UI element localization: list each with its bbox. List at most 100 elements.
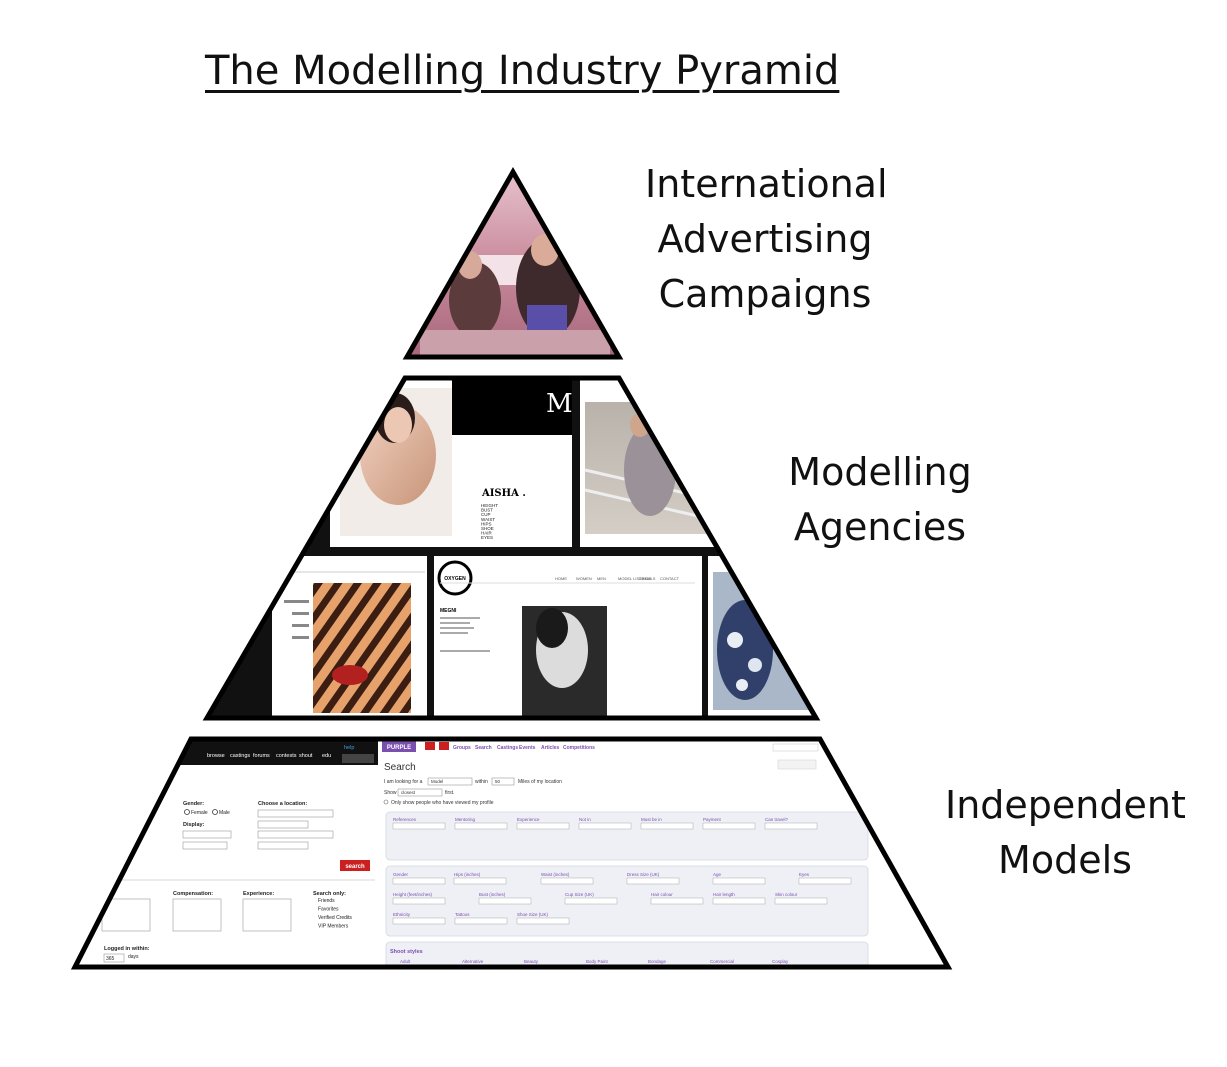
pm-filter-label: Height (feet/inches) [393,892,433,897]
filter-select [516,917,570,925]
pm-filter-label: Tattoos [455,912,470,917]
label-line: Campaigns [658,272,872,316]
mm-location-label: Choose a location: [258,801,307,807]
mm-search-only-option: Favorites [318,907,339,913]
mm-compensation-label: Compensation: [173,891,213,897]
filter-select [764,822,818,830]
pm-filter-label: Must be in [641,817,662,822]
agency-stat: SHOE [481,526,494,531]
mm-help-link: help [344,745,354,751]
tier-agency-collage: M AISHA . HEIGHTBUSTCUPWAISTHIPSSHOEHAIR… [207,378,816,718]
mm-logged-in-unit: days [128,954,139,960]
pm-filter-label: Ethnicity [393,912,411,917]
mm-nav-item: contests [276,753,297,759]
mm-nav-item: browse [207,753,225,759]
mm-search-button: search [345,864,365,870]
oxygen-nav-item: MEN [597,576,606,581]
mm-experience-label: Experience: [243,891,274,897]
agency-comp-card: M AISHA . HEIGHTBUSTCUPWAISTHIPSSHOEHAIR… [330,380,573,547]
agency-stat: EYES [481,535,493,540]
mm-gender-label: Gender: [183,801,204,807]
agency-striped-portrait [272,556,427,716]
pm-filter-label: Eyes [799,872,810,877]
pm-nav-item: Castings [497,745,518,751]
oxygen-nav-item: CONTACT [660,576,680,581]
agency-stat: BUST [481,508,493,513]
filter-select [478,897,532,905]
label-line: Modelling [788,450,972,494]
label-international-campaigns: International Advertising Campaigns [645,157,888,322]
pm-show-label: Show [384,790,397,796]
mm-nav-item: forums [253,753,270,759]
filter-select [392,822,446,830]
mm-search-only-option: Verified Credits [318,915,352,921]
filter-select [702,822,756,830]
pm-filter-label: Hips (inches) [454,872,481,877]
oxygen-logo: OXYGEN [444,576,466,582]
pm-nav-item: Events [519,745,536,751]
oxygen-nav-item: HOME [555,576,567,581]
mm-search-only-option: VIP Members [318,924,349,930]
pm-shoot-style: Commercial [710,959,734,964]
agency-stat: CUP [481,512,491,517]
filter-select [392,877,446,885]
pm-filter-label: Skin colour [775,892,798,897]
pm-filter-label: Can travel? [765,817,789,822]
mm-nav-item: shout [299,753,313,759]
pm-filter-label: Cup Size (UK) [565,892,594,897]
label-line: International [645,162,888,206]
tier-campaign-photo [407,172,619,357]
pm-first: first. [445,790,454,796]
agency-stat: HAIR [481,531,493,536]
pm-filter-label: Waist (inches) [541,872,570,877]
pm-miles-text: Miles of my location [518,779,562,785]
filter-select [712,877,766,885]
pm-nav-item: Articles [541,745,560,751]
pm-nav-item: Competitions [563,745,595,751]
mm-nav-item: castings [230,753,250,759]
pm-nav-item: Groups [453,745,471,751]
agency-model-name: AISHA . [481,488,526,499]
pm-shoot-style: Adult [400,959,411,964]
filter-select [650,897,704,905]
agency-photo-card [580,380,720,547]
filter-select [516,822,570,830]
label-line: Models [998,838,1132,882]
pm-within: within [475,779,488,785]
oxygen-model-name: MEGNI [440,608,457,614]
pm-filter-label: Mentoring [455,817,476,822]
mm-search-only-label: Search only: [313,891,346,897]
oxygen-nav-item: MODEL LISTINGS [618,576,652,581]
filter-select [564,897,618,905]
pm-viewed-text: Only show people who have viewed my prof… [391,800,494,806]
mm-logged-in-value: 365 [106,956,115,962]
mm-gender-male: Male [219,810,230,816]
agency-logo-letter: M [546,389,573,419]
agency-stat: HEIGHT [481,503,498,508]
pm-nav-item: Search [475,745,492,751]
pm-filter-label: Gender [393,872,409,877]
filter-select [453,877,507,885]
pm-filter-label: Experience [517,817,540,822]
filter-select [774,897,828,905]
mm-gender-female: Female [191,810,208,816]
filter-select [454,822,508,830]
label-line: Advertising [657,217,873,261]
pm-logo: PURPLE [387,745,411,751]
pm-looking-for: I am looking for a [384,779,423,785]
pm-shoot-style: Body Paint [586,959,609,964]
filter-select [392,917,446,925]
pm-filter-label: References [393,817,417,822]
filter-select [540,877,594,885]
pm-filter-label: Shoe Size (UK) [517,912,549,917]
pm-miles-value: 50 [495,779,501,784]
label-modelling-agencies: Modelling Agencies [780,445,980,555]
mm-logged-in-label: Logged in within: [104,946,150,952]
pm-shoot-style: Alternative [462,959,484,964]
pm-filter-label: Bust (inches) [479,892,506,897]
label-line: Agencies [793,505,967,549]
